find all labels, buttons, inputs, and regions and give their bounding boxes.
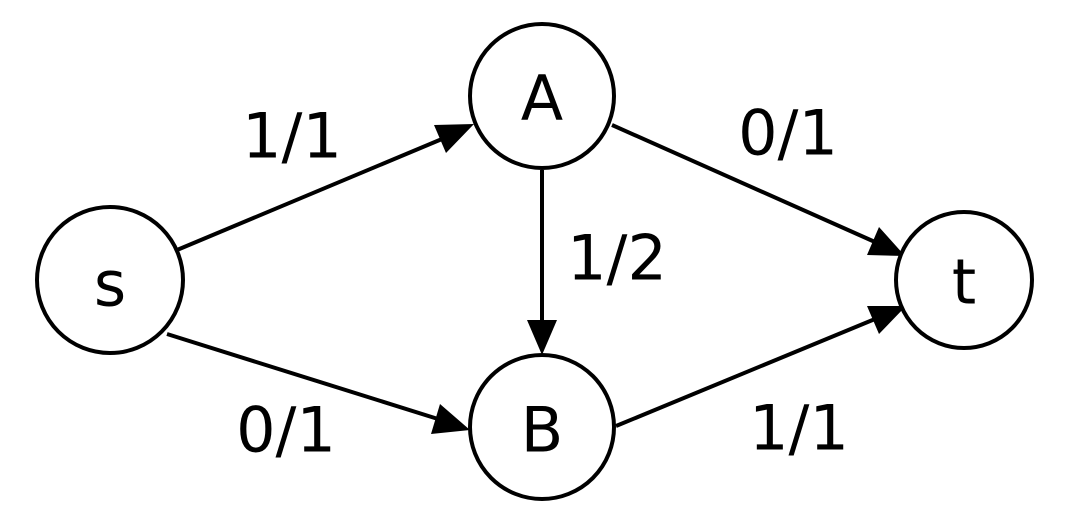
edge-line: [611, 123, 876, 244]
node-s: s: [35, 205, 185, 355]
edge-B-to-t: [615, 306, 906, 428]
node-t: t: [894, 210, 1034, 350]
arrowhead: [434, 124, 474, 153]
edge-label-s-A: 1/1: [242, 100, 342, 173]
arrowhead: [527, 320, 557, 355]
edge-s-to-A: [176, 124, 474, 252]
edge-label-s-B: 0/1: [236, 394, 336, 467]
edge-A-to-B: [527, 170, 557, 355]
arrowhead: [867, 227, 905, 256]
node-circle: [35, 205, 185, 355]
edge-line: [176, 137, 443, 252]
edge-label-A-t: 0/1: [738, 97, 838, 170]
arrowhead: [431, 404, 470, 434]
node-label: B: [521, 394, 564, 467]
arrowhead: [867, 306, 906, 334]
edge-line: [166, 332, 439, 421]
node-B: B: [468, 353, 616, 501]
edge-s-to-B: [166, 332, 470, 434]
node-label: t: [952, 246, 976, 319]
node-circle: [468, 22, 616, 170]
node-circle: [894, 210, 1034, 350]
edge-line: [615, 317, 876, 428]
edge-label-A-B: 1/2: [567, 222, 667, 295]
node-label: A: [521, 62, 563, 135]
edge-label-B-t: 1/1: [749, 392, 849, 465]
edge-A-to-t: [611, 123, 905, 256]
node-A: A: [468, 22, 616, 170]
node-circle: [468, 353, 616, 501]
node-label: s: [94, 248, 126, 321]
